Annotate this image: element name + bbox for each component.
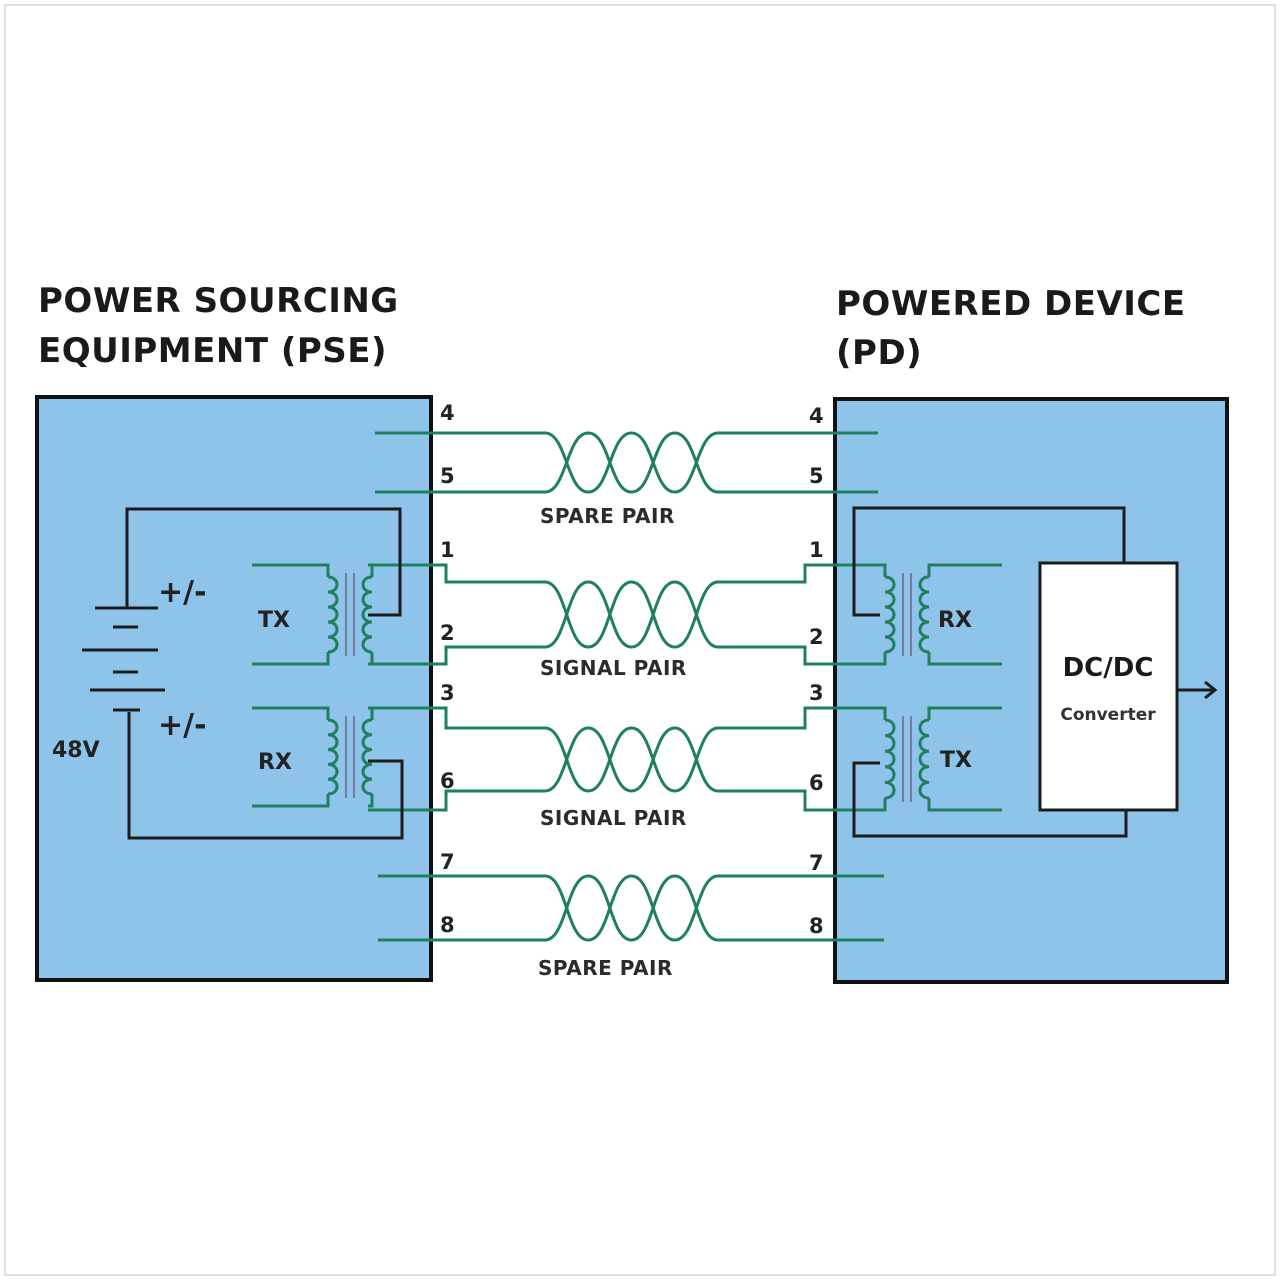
coil xyxy=(918,718,930,800)
pin-right-7: 7 xyxy=(809,851,824,875)
pse-tx-transformer-icon xyxy=(252,563,374,666)
wire-strand xyxy=(375,431,878,494)
twisted-pairs xyxy=(368,431,884,942)
wire-strand xyxy=(378,874,884,942)
pin-left-8: 8 xyxy=(440,913,455,937)
winding-lead xyxy=(880,706,887,720)
winding-lead xyxy=(927,706,1002,720)
winding-lead xyxy=(252,794,330,808)
pair-label-spare-2: SPARE PAIR xyxy=(538,956,673,980)
pd-tx-label: TX xyxy=(940,748,972,773)
coil xyxy=(361,575,373,654)
pse-battery-label: 48V xyxy=(52,738,100,763)
pse-polarity-top: +/- xyxy=(158,575,207,610)
winding-lead xyxy=(927,563,1002,577)
coil xyxy=(327,718,339,796)
pin-left-2: 2 xyxy=(440,621,455,645)
pin-right-5: 5 xyxy=(809,464,824,488)
pd-rx-transformer-icon xyxy=(880,563,1002,666)
winding-lead xyxy=(927,798,1002,812)
signal-pair-3-6 xyxy=(368,706,880,812)
wire-strand xyxy=(378,874,884,942)
pin-left-1: 1 xyxy=(440,538,455,562)
pd-rx-label: RX xyxy=(938,608,972,633)
arrow-right-icon xyxy=(1178,680,1218,700)
pin-right-1: 1 xyxy=(809,538,824,562)
coil xyxy=(918,575,930,654)
pse-rx-transformer-icon xyxy=(252,706,374,808)
pair-label-signal-1: SIGNAL PAIR xyxy=(540,656,687,680)
pin-labels: 4 5 1 2 3 6 7 8 4 5 1 2 3 6 7 8 xyxy=(440,401,824,938)
winding-lead xyxy=(368,794,374,808)
spare-pair-4-5 xyxy=(375,431,878,494)
pair-label-spare-1: SPARE PAIR xyxy=(540,504,675,528)
signal-pair-1-2 xyxy=(368,563,880,666)
pin-right-3: 3 xyxy=(809,681,824,705)
pse-title-line2: EQUIPMENT (PSE) xyxy=(38,331,387,371)
converter-subtitle: Converter xyxy=(1060,705,1156,725)
winding-lead xyxy=(368,652,374,666)
winding-lead xyxy=(252,652,330,666)
pse-title-line1: POWER SOURCING xyxy=(38,281,399,321)
pse-polarity-bottom: +/- xyxy=(158,708,207,743)
spare-pair-7-8 xyxy=(378,874,884,942)
pin-right-8: 8 xyxy=(809,914,824,938)
pd-power-circuit xyxy=(852,506,1128,838)
pin-left-3: 3 xyxy=(440,681,455,705)
pin-left-7: 7 xyxy=(440,850,455,874)
coil xyxy=(361,718,373,796)
coil xyxy=(327,575,339,654)
pd-tx-transformer-icon xyxy=(880,706,1002,812)
pse-rx-label: RX xyxy=(258,750,292,775)
winding-lead xyxy=(927,652,1002,666)
winding-lead xyxy=(368,706,374,720)
winding-lead xyxy=(252,706,330,720)
pin-left-6: 6 xyxy=(440,769,455,793)
pse-tx-label: TX xyxy=(258,608,290,633)
winding-lead xyxy=(880,563,887,577)
pin-right-4: 4 xyxy=(809,404,824,428)
pse-power-circuit xyxy=(82,507,404,840)
winding-lead xyxy=(880,798,887,812)
coil xyxy=(884,575,896,654)
converter-title: DC/DC xyxy=(1063,653,1154,683)
pin-right-6: 6 xyxy=(809,771,824,795)
coil xyxy=(884,718,896,800)
pd-title-line2: (PD) xyxy=(836,333,922,373)
winding-lead xyxy=(880,652,887,666)
wire-strand xyxy=(368,726,880,812)
pin-right-2: 2 xyxy=(809,625,824,649)
transformers xyxy=(252,563,1002,812)
winding-lead xyxy=(252,563,330,577)
wire-strand xyxy=(368,580,880,666)
pin-left-4: 4 xyxy=(440,401,455,425)
winding-lead xyxy=(368,563,374,577)
wire-strand xyxy=(375,431,878,494)
pair-label-signal-2: SIGNAL PAIR xyxy=(540,806,687,830)
dc-dc-converter-box xyxy=(1038,561,1179,812)
pin-left-5: 5 xyxy=(440,464,455,488)
pd-title-line1: POWERED DEVICE xyxy=(836,284,1186,324)
